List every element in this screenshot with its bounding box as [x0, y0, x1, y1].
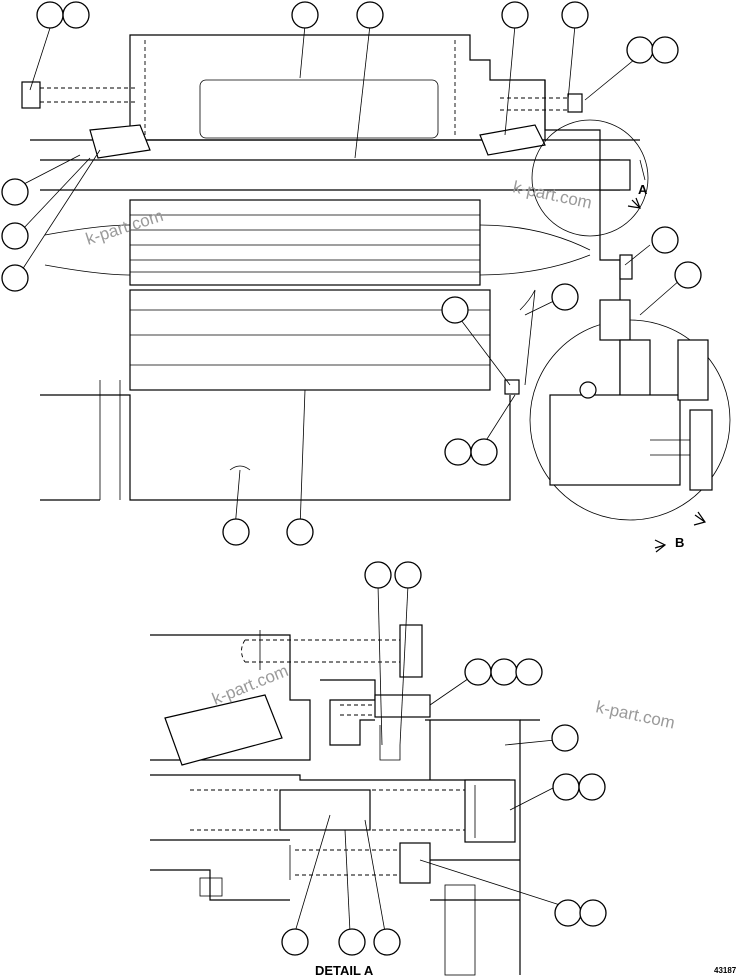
callout-bubble — [490, 658, 518, 686]
callout-bubble — [651, 36, 679, 64]
callout-bubble — [444, 438, 472, 466]
callout-bubble — [36, 1, 64, 29]
view-label-b: B — [675, 535, 684, 550]
callout-bubble — [222, 518, 250, 546]
callout-bubble — [281, 928, 309, 956]
watermark-main-left: k-part.com — [83, 206, 165, 249]
callout-bubble — [579, 899, 607, 927]
callout-bubble — [578, 773, 606, 801]
detail-leader-lines — [294, 584, 561, 933]
callout-bubble — [464, 658, 492, 686]
detail-a-view — [150, 624, 540, 976]
callout-bubble — [356, 1, 384, 29]
main-assembly-view — [21, 34, 731, 553]
callout-bubble — [552, 773, 580, 801]
detail-callouts — [281, 561, 607, 956]
callout-bubble — [515, 658, 543, 686]
view-label-a: A — [638, 182, 648, 197]
callout-bubble — [1, 222, 29, 250]
watermark-main-right: k-part.com — [511, 177, 593, 212]
callout-bubble — [1, 178, 29, 206]
callout-bubble — [62, 1, 90, 29]
callout-bubble — [338, 928, 366, 956]
callout-bubble — [373, 928, 401, 956]
callout-bubble — [291, 1, 319, 29]
callout-bubble — [364, 561, 392, 589]
callout-bubble — [470, 438, 498, 466]
callout-bubble — [1, 264, 29, 292]
callout-bubble — [551, 283, 579, 311]
callout-bubble — [674, 261, 702, 289]
detail-a-label: DETAIL A — [315, 963, 374, 978]
callout-bubble — [561, 1, 589, 29]
callout-bubble — [551, 724, 579, 752]
callout-bubble — [394, 561, 422, 589]
figure-number: 43187 — [714, 966, 737, 975]
callout-bubble — [651, 226, 679, 254]
watermark-detail-right: k-part.com — [594, 697, 676, 732]
callout-bubble — [626, 36, 654, 64]
callout-bubble — [501, 1, 529, 29]
callout-bubble — [554, 899, 582, 927]
callout-bubble — [286, 518, 314, 546]
main-callouts — [1, 1, 702, 546]
callout-bubble — [441, 296, 469, 324]
